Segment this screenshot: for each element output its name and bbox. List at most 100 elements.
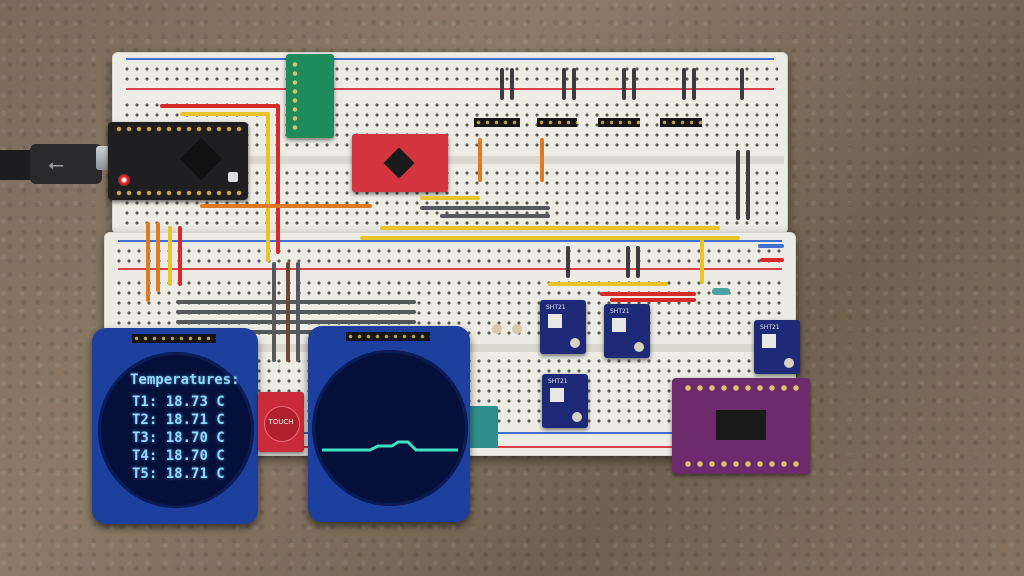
jumper-post-2 (510, 68, 514, 100)
jumper-post-3 (562, 68, 566, 100)
red-wire-vertical (276, 104, 280, 254)
jumper-post-1 (500, 68, 504, 100)
temp-label-5: T5: (132, 466, 158, 482)
sensor-label: SHT21 (546, 304, 566, 311)
resistor (712, 288, 730, 295)
mcu-bottom-pins (114, 190, 242, 196)
sensor-mount-hole (784, 358, 794, 368)
usb-cable (0, 150, 34, 180)
red-wire-lower (600, 292, 696, 296)
green-power-module (286, 54, 334, 138)
left-round-display-board (92, 328, 258, 524)
orange-wire-left-2 (156, 222, 160, 292)
touch-label: TOUCH (268, 418, 294, 426)
red-level-shifter (352, 134, 448, 192)
top-rail-red (126, 88, 774, 90)
yellow-wire-lower (548, 282, 668, 286)
right-display-screen (312, 350, 468, 506)
sht21-sensor-1: SHT21 (540, 300, 586, 354)
sensor-label: SHT21 (548, 378, 568, 385)
gray-wire-1 (420, 206, 550, 210)
header-strip-3 (598, 118, 640, 127)
mid-rail-red (118, 268, 782, 270)
temp-row-2: T2: 18.71 C (132, 410, 225, 430)
jumper-post-14 (746, 150, 750, 220)
green-module-pins (292, 60, 298, 130)
temp-label-4: T4: (132, 448, 158, 464)
temp-value-3: 18.70 C (165, 430, 225, 446)
yellow-wire-vertical (266, 112, 270, 262)
jumper-post-4 (572, 68, 576, 100)
blue-wire-right (758, 244, 784, 248)
gray-vertical-1 (272, 262, 276, 362)
usb-plug (30, 144, 102, 184)
red-wire-lower-2 (610, 298, 696, 302)
temp-row-1: T1: 18.73 C (132, 392, 225, 412)
sht21-sensor-4: SHT21 (754, 320, 800, 374)
jumper-post-9 (740, 68, 744, 100)
red-wire-top (160, 104, 280, 108)
red-wire-left (178, 226, 182, 286)
temp-value-2: 18.71 C (165, 412, 225, 428)
mcu-button (228, 172, 238, 182)
sensor-chip (550, 388, 564, 402)
header-strip-2 (537, 118, 577, 127)
i2c-multiplexer-board (672, 378, 810, 474)
sht21-sensor-3: SHT21 (542, 374, 588, 428)
yellow-wire-long (360, 236, 740, 240)
sensor-chip (612, 318, 626, 332)
sensor-chip (762, 334, 776, 348)
gray-vertical-3 (296, 262, 300, 362)
jumper-post-11 (626, 246, 630, 278)
temp-label-3: T3: (132, 430, 158, 446)
left-display-header (132, 334, 216, 343)
power-led (118, 174, 130, 186)
red-wire-right (760, 258, 784, 262)
top-power-holes (122, 64, 778, 86)
level-shifter-chip (383, 147, 415, 179)
mcu-top-pins (114, 126, 242, 132)
mcu-chip (179, 137, 223, 181)
capacitor-1 (492, 324, 502, 334)
orange-wire-mid (200, 204, 372, 208)
sensor-label: SHT21 (610, 308, 630, 315)
sensor-chip (548, 314, 562, 328)
orange-wire-post (478, 138, 482, 182)
sensor-label: SHT21 (760, 324, 780, 331)
top-rail-blue (126, 58, 774, 60)
temp-value-1: 18.73 C (165, 394, 225, 410)
temp-row-5: T5: 18.71 C (132, 464, 225, 484)
right-display-header (346, 332, 430, 341)
jumper-post-7 (682, 68, 686, 100)
left-display-screen (98, 352, 254, 508)
temp-value-4: 18.70 C (165, 448, 225, 464)
yellow-wire-right (700, 238, 704, 284)
yellow-wire-long-2 (380, 226, 720, 230)
mid-power-holes (114, 246, 786, 266)
temp-label-2: T2: (132, 412, 158, 428)
center-channel (116, 156, 784, 164)
multiplexer-bottom-pads (682, 460, 800, 468)
touch-sensor-board: TOUCH (258, 392, 304, 452)
yellow-wire-short (420, 196, 480, 200)
jumper-post-13 (736, 150, 740, 220)
waveform-line (322, 440, 458, 452)
usb-icon: ⭠ (48, 152, 64, 176)
header-strip-1 (474, 118, 520, 127)
sensor-mount-hole (572, 412, 582, 422)
sensor-mount-hole (570, 338, 580, 348)
mid-rail-blue (118, 240, 782, 242)
touch-pad[interactable] (264, 406, 300, 442)
jumper-post-12 (636, 246, 640, 278)
waveform-trace (322, 440, 458, 452)
temp-row-3: T3: 18.70 C (132, 428, 225, 448)
yellow-wire-top (180, 112, 270, 116)
multiplexer-top-pads (682, 384, 800, 392)
yellow-wire-left (168, 226, 172, 286)
temperatures-title: Temperatures: (130, 372, 240, 388)
jumper-post-8 (692, 68, 696, 100)
temp-row-4: T4: 18.70 C (132, 446, 225, 466)
multiplexer-chip (716, 410, 766, 440)
temp-label-1: T1: (132, 394, 158, 410)
